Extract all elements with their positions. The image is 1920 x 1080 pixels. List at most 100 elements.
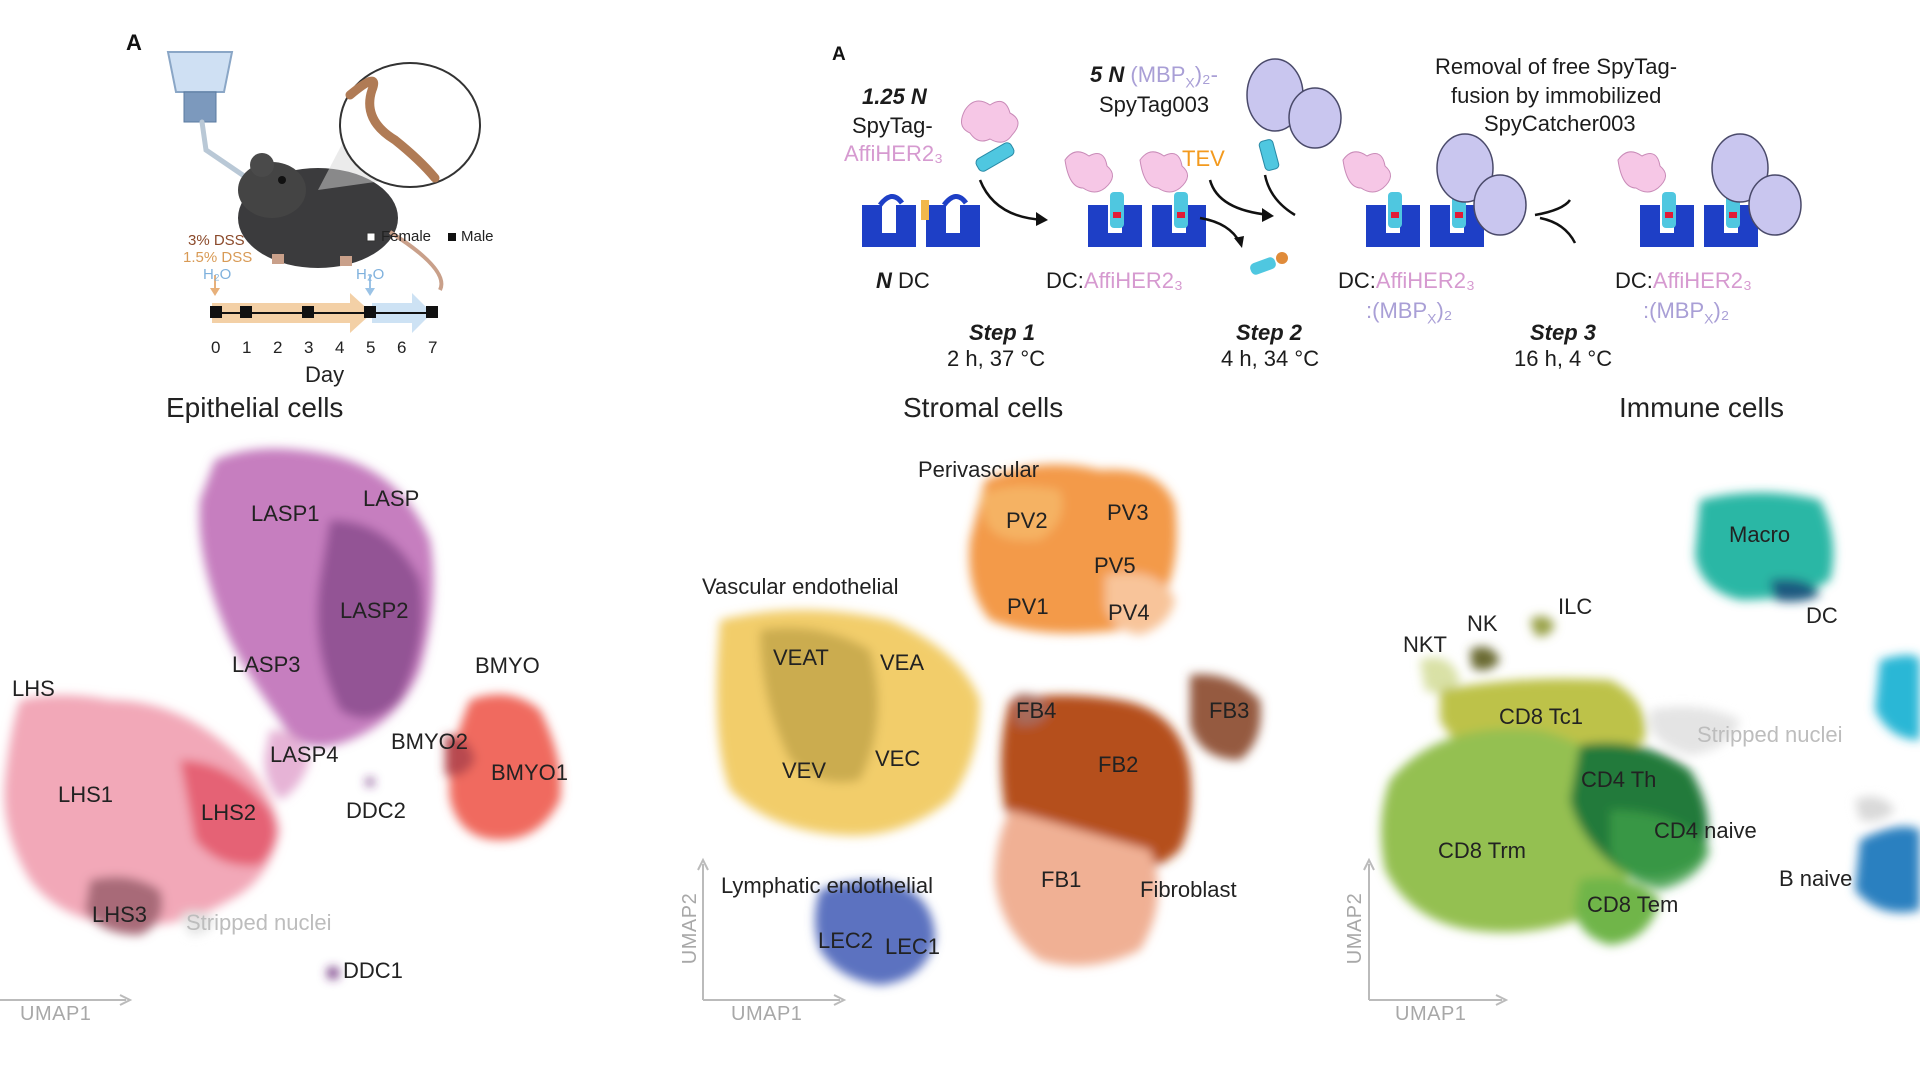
day-tick: 7 — [428, 338, 438, 357]
cluster-label: NK — [1467, 611, 1498, 636]
cluster-label: FB4 — [1016, 698, 1057, 723]
reagent2-mbp: (MBP — [1130, 62, 1186, 87]
cluster-label: LHS — [12, 676, 55, 701]
cluster-label: Vascular endothelial — [702, 574, 899, 599]
complex2-line2: :(MBPX)₂ — [1366, 298, 1452, 326]
cluster-label: ILC — [1558, 594, 1593, 619]
removal-line3: SpyCatcher003 — [1484, 111, 1636, 136]
tev-label: TEV — [1182, 146, 1225, 171]
cluster-label: Macro — [1729, 522, 1791, 547]
complex3-mbp-sub: X — [1704, 310, 1714, 327]
cluster-label: BMYO2 — [391, 729, 469, 754]
cluster-label: LEC1 — [885, 934, 941, 959]
complex2-mbp: :(MBP — [1366, 298, 1428, 323]
step2-cond: 4 h, 34 °C — [1221, 346, 1320, 371]
legend-male: Male — [461, 228, 494, 245]
complex2-mbp-close: )₂ — [1436, 298, 1453, 323]
reagent2-line1: 5 N (MBPX)₂- — [1090, 62, 1218, 90]
dss-high-label: 3% DSS — [188, 232, 245, 249]
cluster-label: CD4 naive — [1654, 818, 1757, 843]
cluster-label: LASP — [363, 486, 420, 511]
epithelial-axis-x-label: UMAP1 — [20, 1003, 92, 1025]
complex3-name: AffiHER2₃ — [1652, 268, 1752, 293]
complex3-mbp: :(MBP — [1643, 298, 1705, 323]
cluster-label: DC — [1806, 603, 1838, 628]
day-tick: 1 — [242, 338, 252, 357]
cluster-label: CD8 Trm — [1438, 838, 1526, 863]
reagent2-mbp-sub: X — [1185, 74, 1195, 91]
immune-axis-y-label: UMAP2 — [1344, 892, 1367, 965]
reagent2-line2: SpyTag003 — [1099, 92, 1210, 117]
cluster-label: DDC1 — [343, 958, 403, 983]
complex1-label: DC:AffiHER2₃ — [1046, 268, 1183, 294]
step1-name: Step 1 — [969, 320, 1036, 345]
panel-letter-a1: A — [126, 30, 142, 55]
stromal-axis-x-label: UMAP1 — [731, 1003, 803, 1025]
complex1-prefix: DC: — [1046, 268, 1084, 293]
complex3-prefix: DC: — [1615, 268, 1653, 293]
cluster-label: CD8 Tem — [1587, 892, 1679, 917]
cluster-label: PV1 — [1007, 594, 1049, 619]
cluster-label: CD8 Tc1 — [1499, 704, 1583, 729]
cluster-label: BMYO1 — [491, 760, 569, 785]
cluster-label: PV4 — [1108, 600, 1150, 625]
complex2-name: AffiHER2₃ — [1375, 268, 1475, 293]
dss-low-label: 1.5% DSS — [183, 249, 253, 266]
immune-axis-x-label: UMAP1 — [1395, 1003, 1467, 1025]
reagent1-amount: 1.25 N — [862, 84, 927, 109]
reagent1-line2: AffiHER2₃ — [844, 141, 944, 166]
stromal-blobs — [716, 464, 1261, 985]
cluster-label-stripped-nuclei: Stripped nuclei — [1697, 722, 1843, 747]
immune-title: Immune cells — [1619, 392, 1784, 423]
cluster-label: CD4 Th — [1581, 767, 1657, 792]
cluster-label: FB1 — [1041, 867, 1082, 892]
cluster-label: Fibroblast — [1140, 877, 1237, 902]
dc-n: N — [876, 268, 892, 293]
removal-line2: fusion by immobilized — [1451, 83, 1662, 108]
cluster-label: LASP1 — [251, 501, 320, 526]
cluster-label: Lymphatic endothelial — [721, 873, 933, 898]
cluster-label: LHS3 — [92, 902, 148, 927]
cluster-label: VEV — [782, 758, 827, 783]
cluster-label: VEA — [880, 650, 925, 675]
legend-female: Female — [381, 228, 432, 245]
epithelial-blobs — [4, 448, 561, 979]
complex3-mbp-close: )₂ — [1713, 298, 1730, 323]
cluster-label: BMYO — [475, 653, 540, 678]
cluster-label: LASP3 — [232, 652, 301, 677]
complex2-prefix: DC: — [1338, 268, 1376, 293]
reagent2-mbp-close: )₂- — [1194, 62, 1218, 87]
reagent1-line1: SpyTag- — [852, 113, 933, 138]
water-end-label: H₂O — [356, 266, 385, 283]
water-start-label: H₂O — [203, 266, 232, 283]
day-tick: 5 — [366, 338, 376, 357]
removal-line1: Removal of free SpyTag- — [1435, 54, 1678, 79]
cluster-label: LEC2 — [818, 928, 874, 953]
day-tick: 2 — [273, 338, 283, 357]
day-tick: 4 — [335, 338, 345, 357]
complex3-line2: :(MBPX)₂ — [1643, 298, 1729, 326]
cluster-label: LASP2 — [340, 598, 409, 623]
cluster-label: B naive — [1779, 866, 1853, 891]
cluster-label: PV5 — [1094, 553, 1136, 578]
cluster-label: LASP4 — [270, 742, 339, 767]
cluster-label: FB2 — [1098, 752, 1139, 777]
step2-name: Step 2 — [1236, 320, 1303, 345]
complex3-label: DC:AffiHER2₃ — [1615, 268, 1752, 294]
cluster-label-stripped-nuclei: Stripped nuclei — [186, 910, 332, 935]
stromal-title: Stromal cells — [903, 392, 1064, 423]
dc-label: N DC — [876, 268, 930, 294]
complex2-mbp-sub: X — [1427, 310, 1437, 327]
step3-cond: 16 h, 4 °C — [1514, 346, 1613, 371]
cluster-label: DDC2 — [346, 798, 406, 823]
cluster-label: PV3 — [1107, 500, 1149, 525]
immune-blobs — [1381, 492, 1920, 945]
cluster-label: PV2 — [1006, 508, 1048, 533]
cluster-label: VEAT — [773, 645, 829, 670]
cluster-label: FB3 — [1209, 698, 1250, 723]
